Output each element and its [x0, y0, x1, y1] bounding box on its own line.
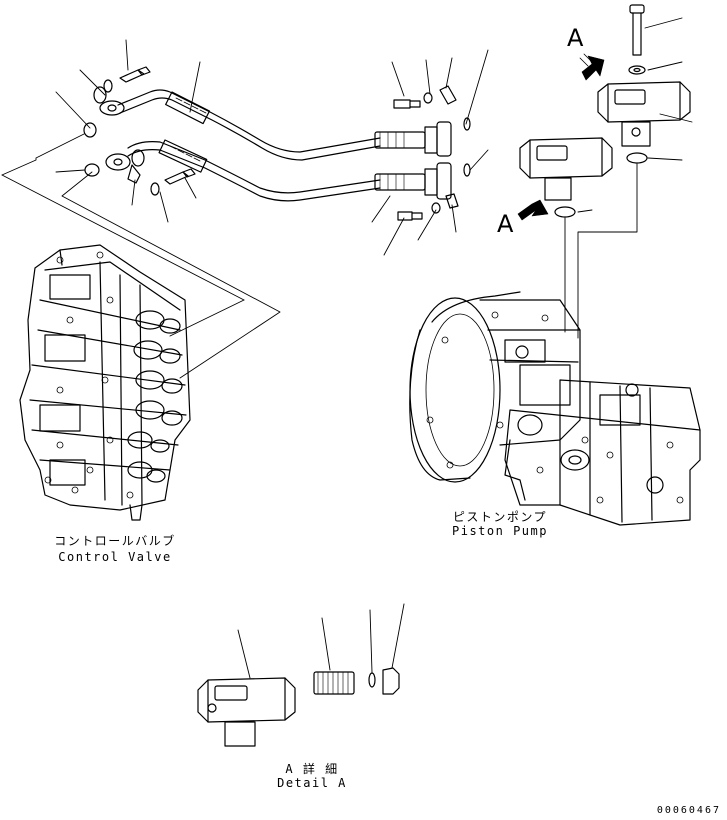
control-valve-drawing [19, 244, 191, 521]
piston-pump-drawing [409, 291, 701, 526]
view-marker-mid: A [497, 210, 514, 238]
valve-block-upper [597, 81, 691, 147]
detail-a-drawing [197, 603, 405, 747]
view-arrow-mid [517, 199, 549, 221]
detail-a-label-jp: A 詳 細 [285, 762, 339, 776]
upper-hose-assembly [93, 86, 452, 161]
piston-pump-label-jp: ピストンポンプ [452, 510, 548, 524]
piston-pump-label-en: Piston Pump [452, 524, 548, 538]
view-arrow-top [579, 53, 605, 81]
detail-a-label-en: Detail A [277, 776, 347, 790]
lower-hose-assembly [105, 139, 452, 202]
routing-lines [1, 133, 638, 379]
leader-lines [55, 17, 693, 256]
valve-block-lower [519, 137, 613, 201]
control-valve-label-en: Control Valve [58, 550, 172, 564]
document-number: 00060467 [656, 805, 721, 816]
fasteners-and-seals [83, 4, 648, 221]
control-valve-label-jp: コントロールバルブ [54, 534, 176, 548]
view-marker-top: A [567, 24, 584, 52]
